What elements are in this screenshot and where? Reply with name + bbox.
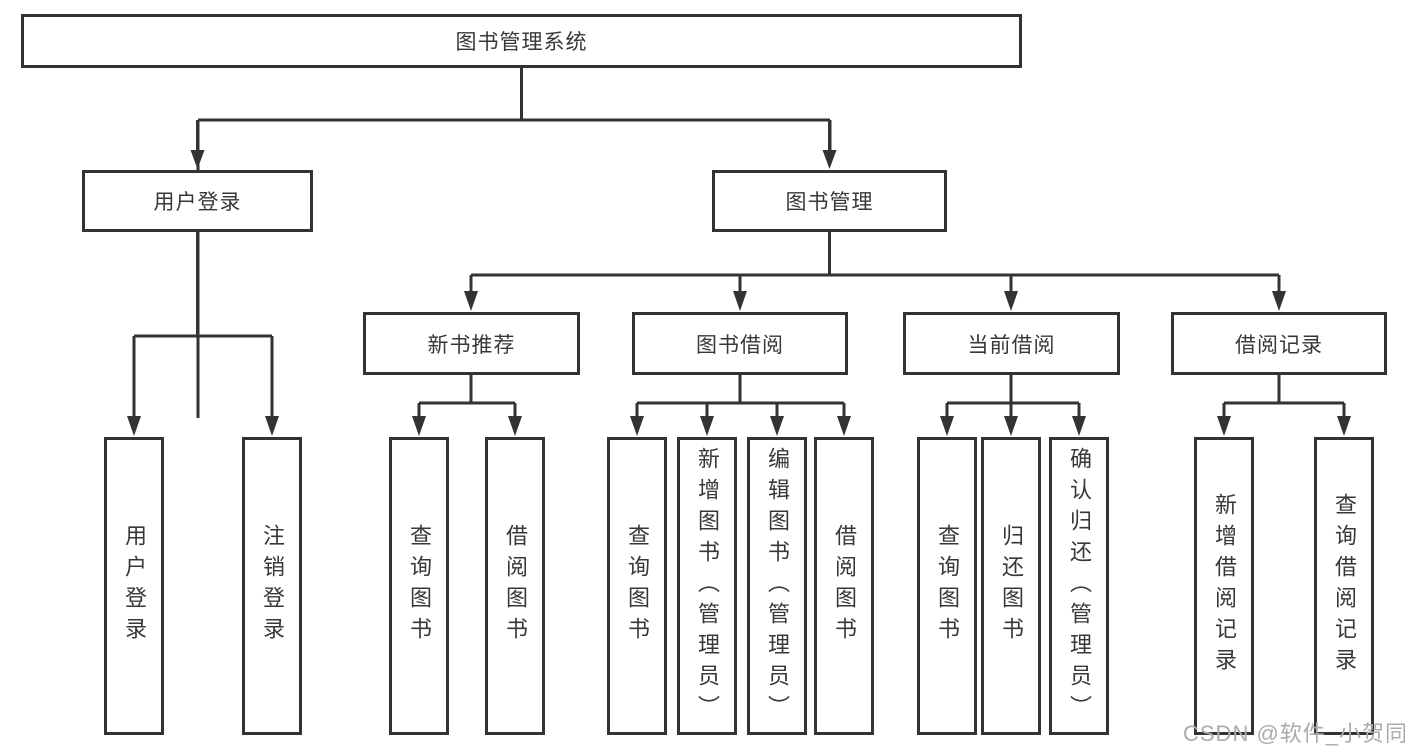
- leaf-logout: 注销登录: [242, 437, 302, 735]
- leaf-bb-query-book: 查询图书: [607, 437, 667, 735]
- node-book-management: 图书管理: [712, 170, 947, 232]
- leaf-rec-query-book: 查询图书: [389, 437, 449, 735]
- leaf-user-login: 用户登录: [104, 437, 164, 735]
- leaf-bb-add-book-admin: 新增图书（管理员）: [677, 437, 737, 735]
- node-current-borrowing: 当前借阅: [903, 312, 1120, 375]
- connector-book-borrow-to-leaves: [630, 375, 851, 436]
- connector-book-mgmt-to-level3: [464, 231, 1286, 311]
- leaf-bb-edit-book-admin: 编辑图书（管理员）: [747, 437, 807, 735]
- leaf-cb-return-book: 归还图书: [981, 437, 1041, 735]
- connector-current-borrow-to-leaves: [940, 375, 1086, 436]
- node-book-borrowing: 图书借阅: [632, 312, 848, 375]
- leaf-rec-borrow-book: 借阅图书: [485, 437, 545, 735]
- node-root-library-system: 图书管理系统: [21, 14, 1022, 68]
- connector-user-login-to-leaves: [127, 231, 279, 436]
- connector-new-book-rec-to-leaves: [412, 375, 522, 436]
- connector-borrow-records-to-leaves: [1217, 375, 1351, 436]
- connector-root-to-level2: [190, 68, 837, 418]
- leaf-br-add-record: 新增借阅记录: [1194, 437, 1254, 735]
- node-user-login-branch: 用户登录: [82, 170, 313, 232]
- node-new-book-recommend: 新书推荐: [363, 312, 580, 375]
- leaf-cb-confirm-return-admin: 确认归还（管理员）: [1049, 437, 1109, 735]
- leaf-cb-query-book: 查询图书: [917, 437, 977, 735]
- node-borrowing-records: 借阅记录: [1171, 312, 1387, 375]
- leaf-bb-borrow-book: 借阅图书: [814, 437, 874, 735]
- csdn-watermark: CSDN @软件_小贺同学: [1183, 721, 1405, 746]
- leaf-br-query-record: 查询借阅记录: [1314, 437, 1374, 735]
